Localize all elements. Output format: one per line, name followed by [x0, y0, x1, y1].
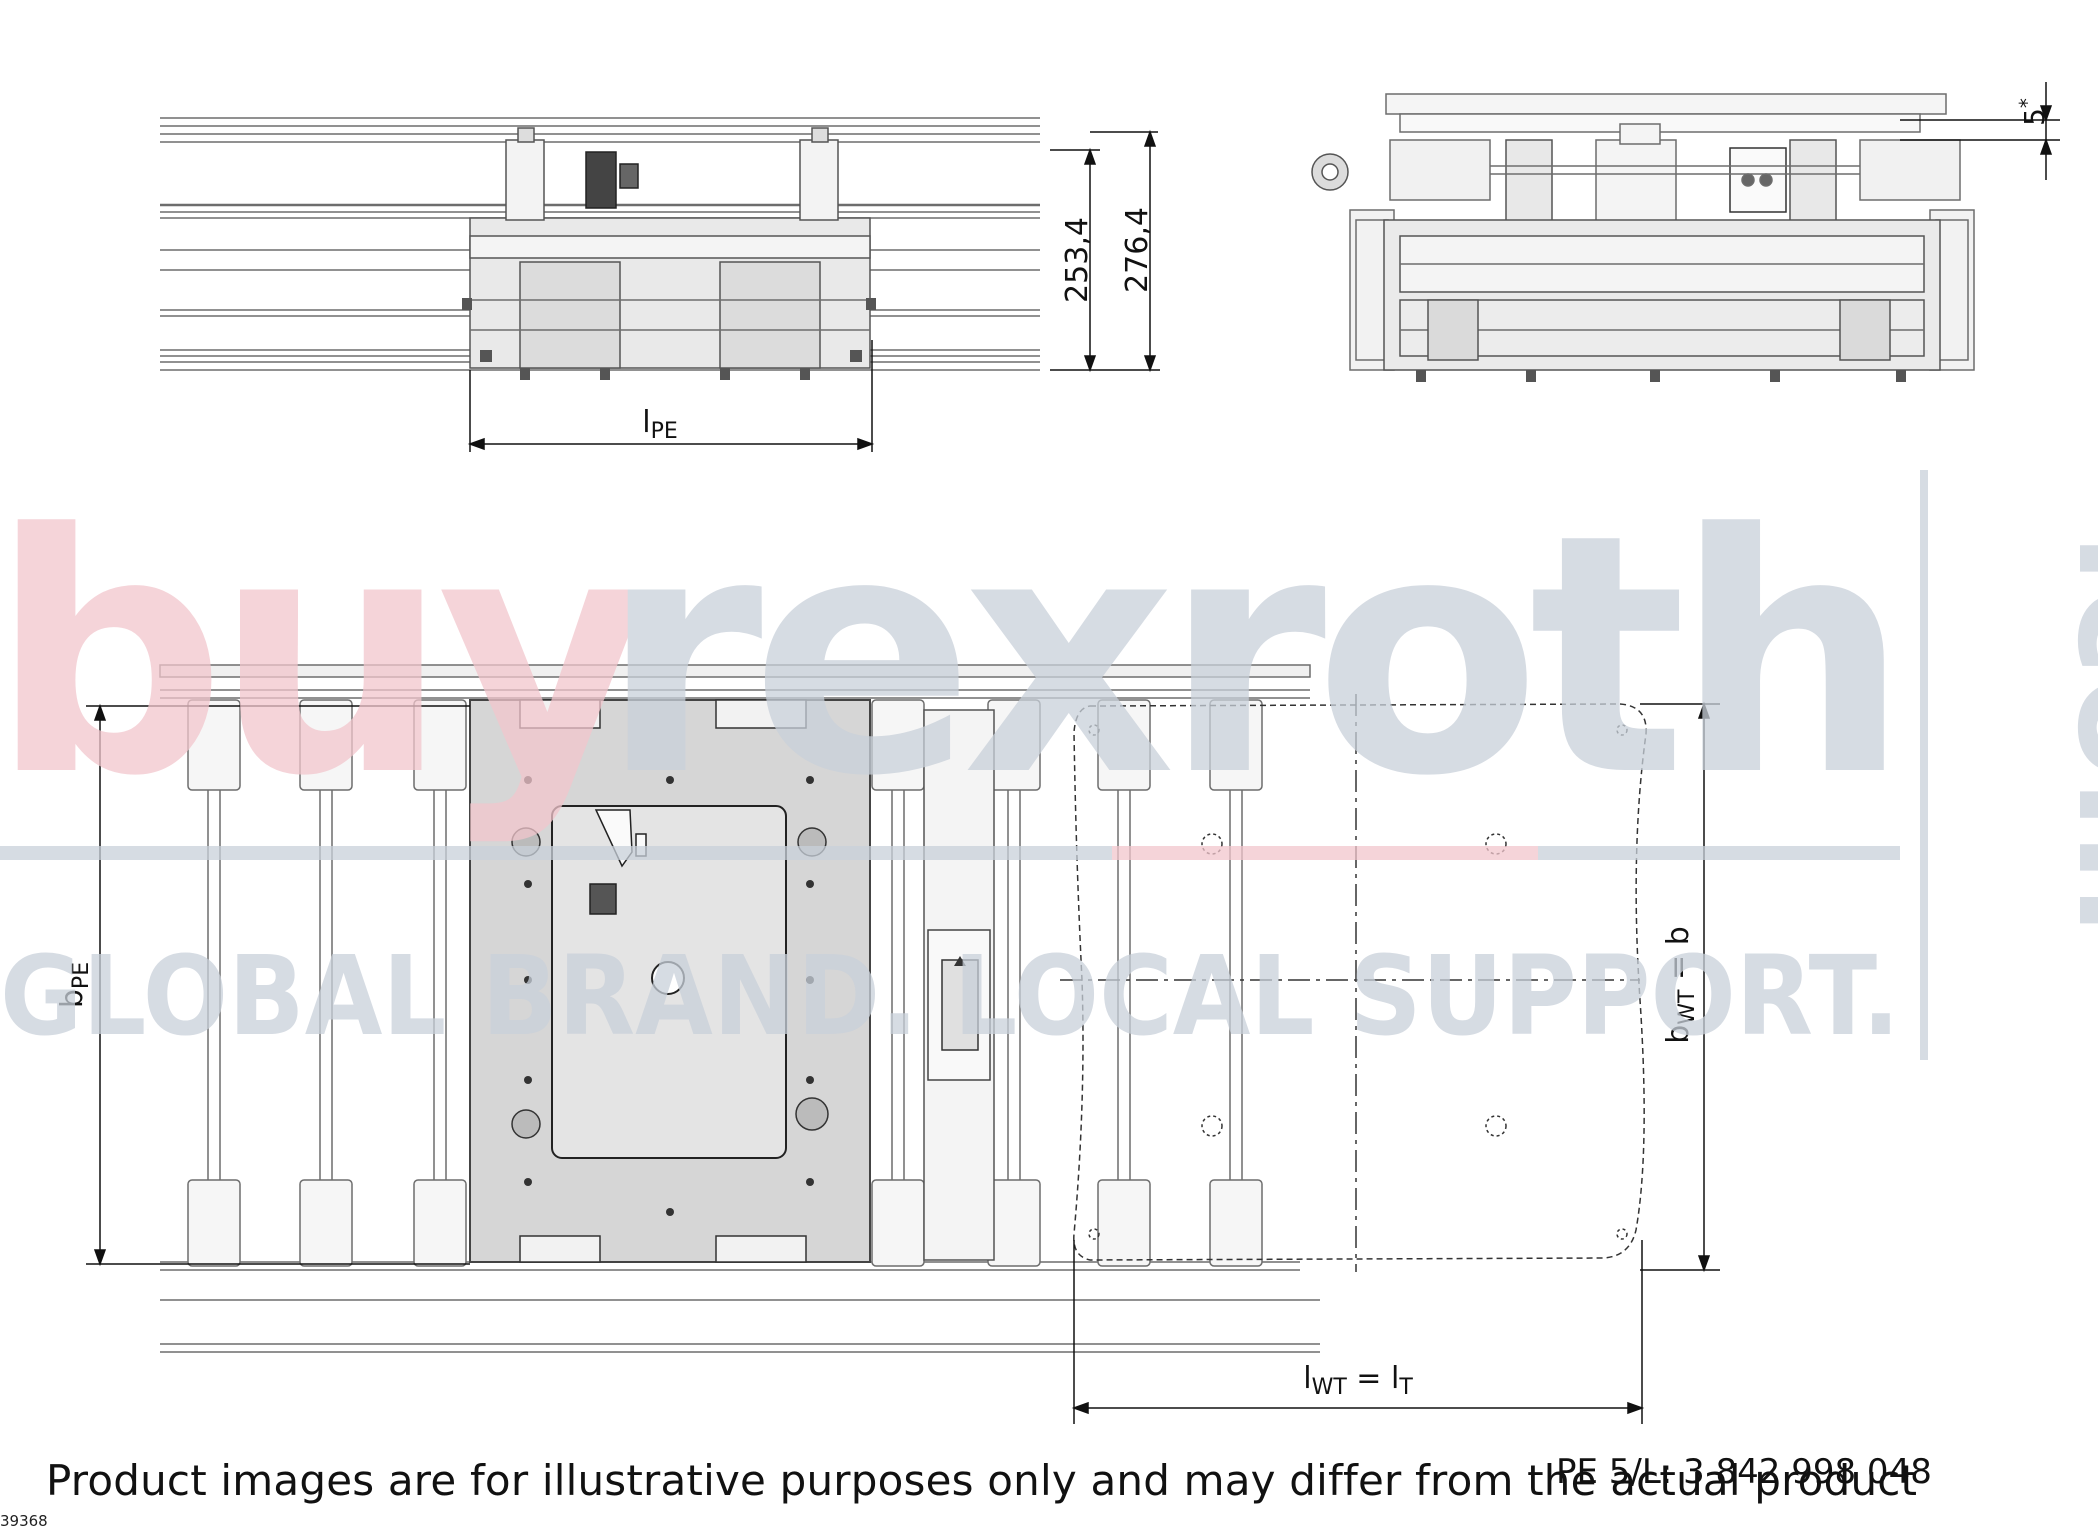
- watermark-buy: buy: [0, 464, 649, 848]
- part-number-label: PE 5/L: 3 842 998 048: [1556, 1452, 1932, 1492]
- plan-view: [159, 664, 1647, 1353]
- dimension-height-a: 253,4: [1060, 217, 1095, 303]
- dimension-b-pe-sub: PE: [69, 962, 94, 989]
- side-view: [160, 117, 1040, 380]
- dimension-b-pe: bPE: [55, 962, 94, 1008]
- dimension-offset: 5*: [2015, 98, 2051, 126]
- dimension-b-pe-base: b: [55, 989, 90, 1008]
- dimension-l-wt-mid: = l: [1347, 1361, 1400, 1396]
- dimension-b-wt-base: b: [1661, 1025, 1696, 1044]
- dimension-offset-value: 5: [2018, 108, 2051, 126]
- dimension-l-wt-base: l: [1303, 1361, 1311, 1396]
- dimension-b-wt-sub: WT: [1675, 989, 1700, 1025]
- front-view-dimensions: [1900, 82, 2060, 180]
- watermark: buy rexroth .com GLOBAL BRAND. LOCAL SUP…: [0, 464, 2098, 1060]
- disclaimer-text: Product images are for illustrative purp…: [46, 1456, 1918, 1505]
- dimension-height-b: 276,4: [1120, 207, 1155, 293]
- side-view-dimensions: [467, 129, 1160, 452]
- watermark-com: .com: [2044, 530, 2098, 935]
- front-view: [1311, 93, 1975, 382]
- dimension-l-wt-sub1: WT: [1312, 1375, 1348, 1400]
- watermark-divider: [1920, 470, 1928, 1060]
- dimension-l-wt: lWT = lT: [1303, 1361, 1413, 1400]
- drawing-id: 39368: [0, 1512, 48, 1530]
- dimension-offset-mark: *: [2015, 98, 2039, 108]
- plan-view-dimensions: [86, 701, 1720, 1424]
- dimension-l-wt-sub2: T: [1398, 1375, 1413, 1400]
- dimension-b-wt: bWT = b: [1661, 926, 1700, 1044]
- watermark-underline-grey: [0, 846, 1900, 860]
- dimension-l-pe-sub: PE: [651, 419, 678, 444]
- watermark-tagline: GLOBAL BRAND. LOCAL SUPPORT.: [0, 932, 1900, 1060]
- dimension-l-pe-base: l: [642, 405, 650, 440]
- watermark-rexroth: rexroth: [600, 464, 1898, 848]
- dimension-b-wt-rest: = b: [1661, 926, 1696, 989]
- watermark-underline-pink: [1112, 846, 1538, 860]
- dimension-l-pe: lPE: [642, 405, 678, 444]
